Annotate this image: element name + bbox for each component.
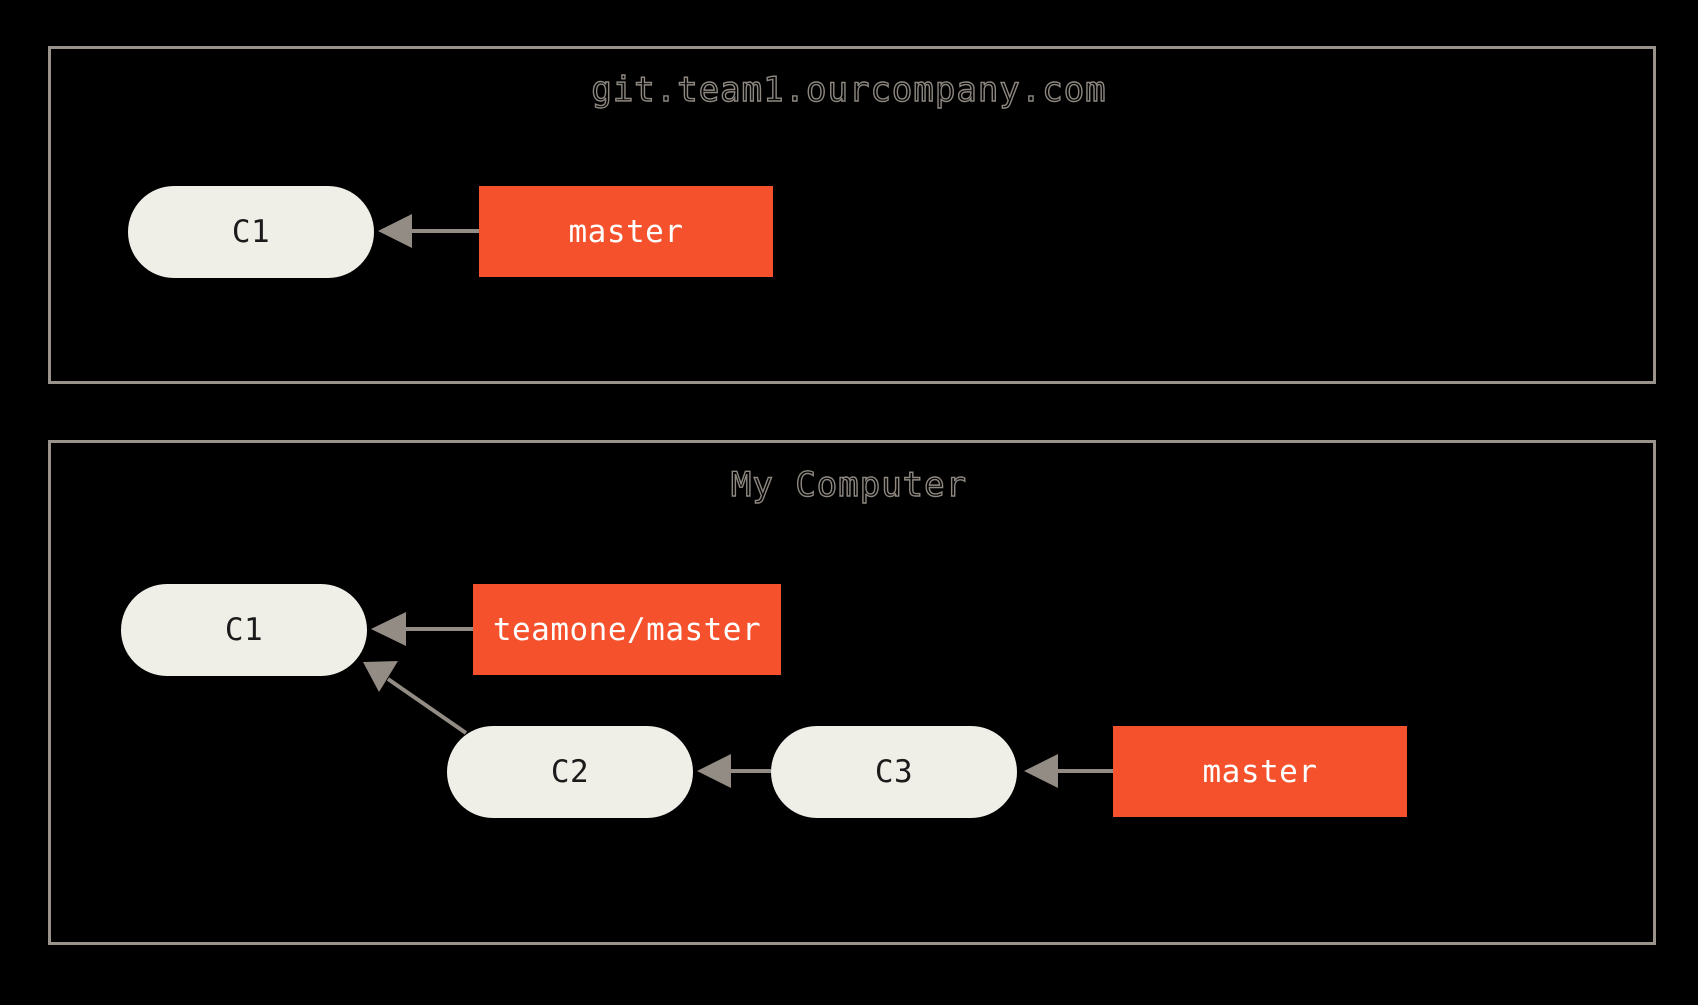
commit-node-c2-local: C2 xyxy=(447,726,693,818)
panel-local xyxy=(48,440,1656,945)
panel-server-title: git.team1.ourcompany.com xyxy=(591,69,1107,110)
commit-node-c1-local: C1 xyxy=(121,584,367,676)
branch-label-teamone-master: teamone/master xyxy=(473,584,781,675)
panel-server xyxy=(48,46,1656,384)
commit-node-c1-server: C1 xyxy=(128,186,374,278)
panel-local-title: My Computer xyxy=(730,464,968,505)
branch-label-master-local: master xyxy=(1113,726,1407,817)
commit-node-c3-local: C3 xyxy=(771,726,1017,818)
branch-label-master-server: master xyxy=(479,186,773,277)
